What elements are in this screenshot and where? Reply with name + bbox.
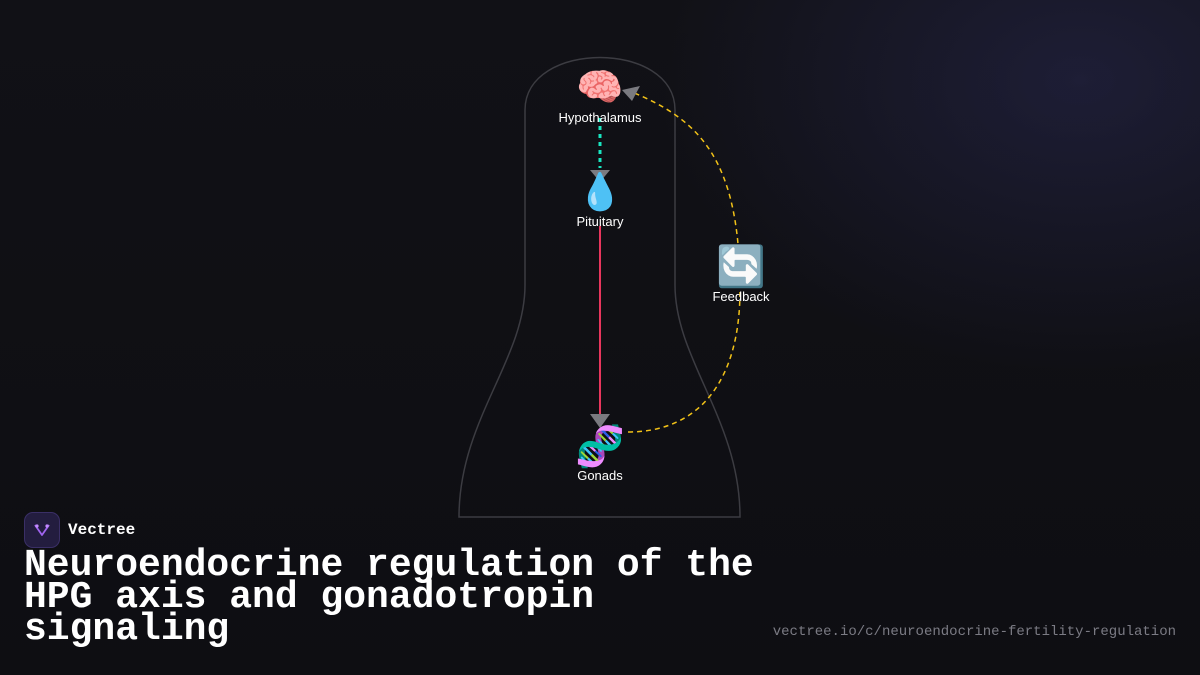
brand-name: Vectree bbox=[68, 521, 136, 539]
node-hypothalamus: 🧠 Hypothalamus bbox=[558, 67, 642, 125]
dna-icon: 🧬 bbox=[575, 422, 625, 470]
droplet-icon: 💧 bbox=[578, 171, 623, 212]
node-feedback: 🔄 Feedback bbox=[712, 243, 770, 304]
brain-icon: 🧠 bbox=[576, 67, 623, 109]
page-title: Neuroendocrine regulation of the HPG axi… bbox=[24, 544, 754, 651]
node-label-feedback: Feedback bbox=[712, 289, 770, 304]
node-label-pituitary: Pituitary bbox=[577, 214, 624, 229]
source-url: vectree.io/c/neuroendocrine-fertility-re… bbox=[772, 624, 1176, 640]
node-label-hypothalamus: Hypothalamus bbox=[558, 110, 642, 125]
arrowhead-hypothalamus bbox=[622, 86, 640, 101]
cycle-arrows-icon: 🔄 bbox=[716, 243, 766, 289]
node-label-gonads: Gonads bbox=[577, 468, 623, 483]
brand: Vectree bbox=[24, 512, 135, 548]
node-pituitary: 💧 Pituitary bbox=[577, 171, 624, 229]
arrowhead-pituitary bbox=[590, 170, 610, 182]
vectree-logo-icon bbox=[24, 512, 60, 548]
body-silhouette bbox=[458, 56, 741, 518]
node-gonads: 🧬 Gonads bbox=[575, 422, 625, 483]
arrowhead-gonads bbox=[590, 414, 610, 428]
